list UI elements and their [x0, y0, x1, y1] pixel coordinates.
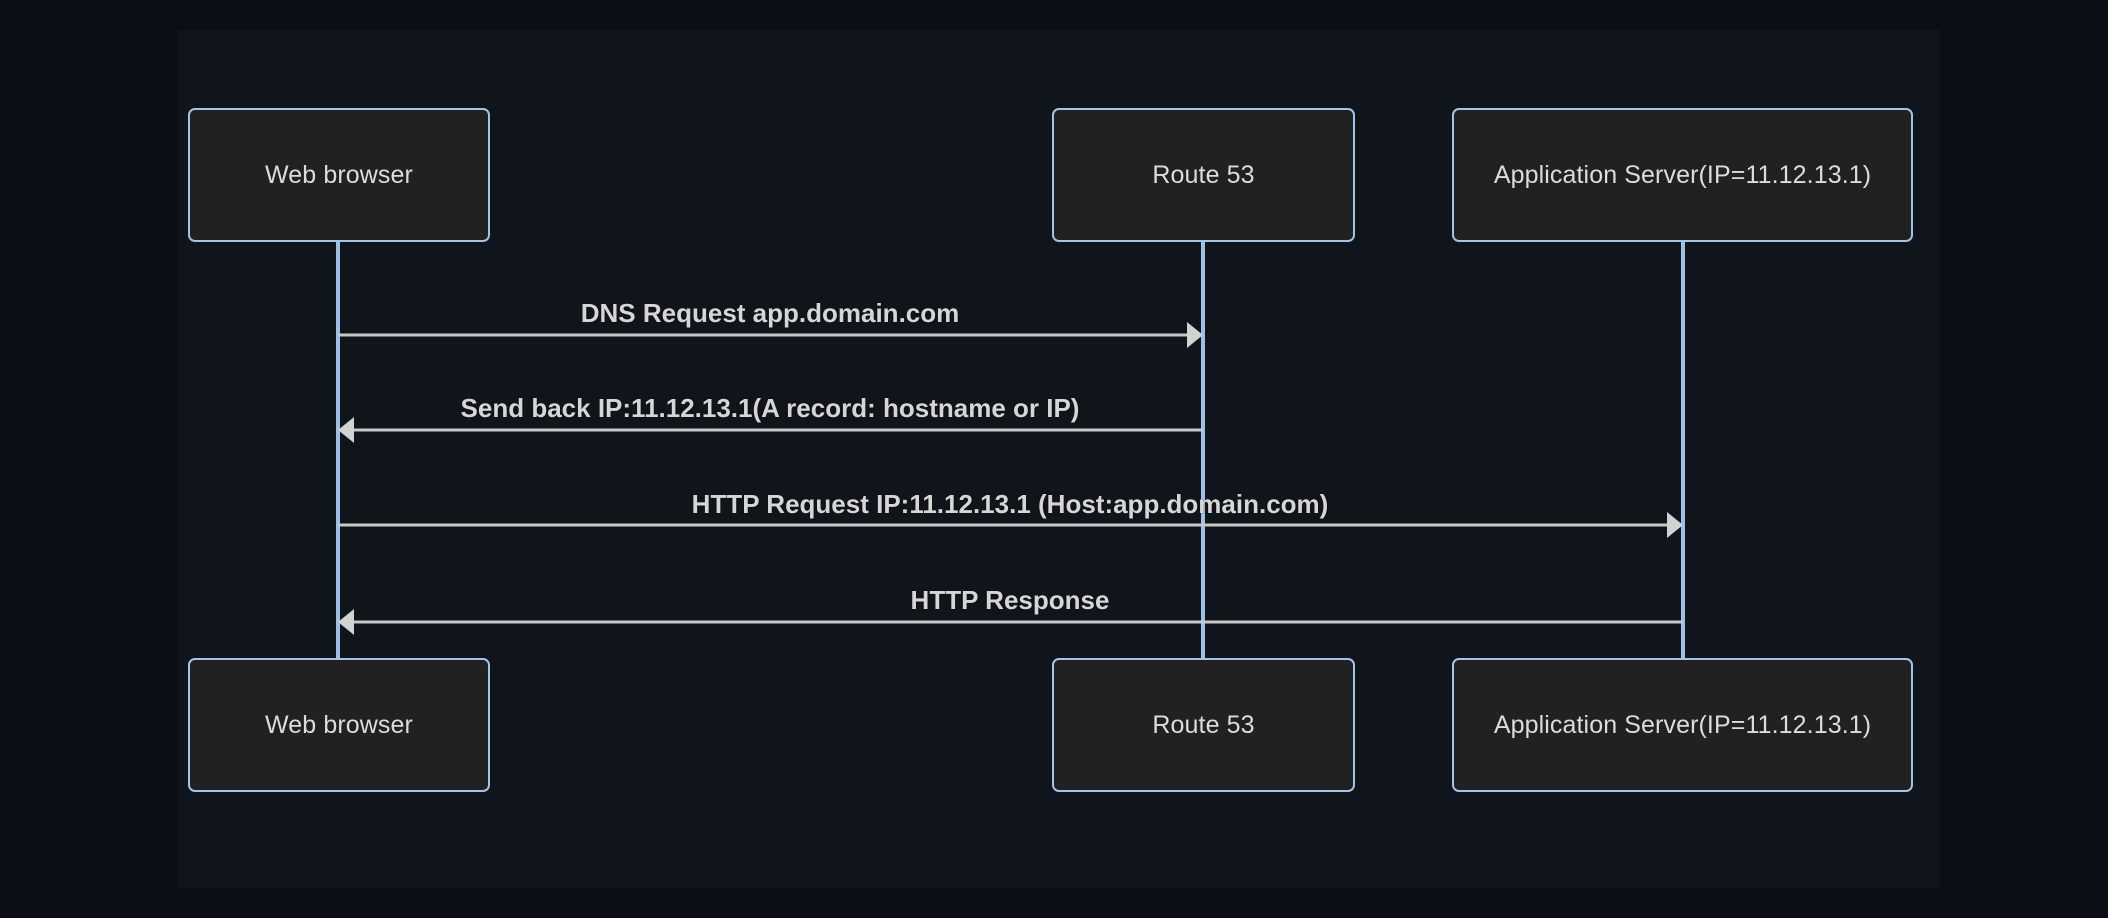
participant-label: Route 53 — [1152, 160, 1255, 189]
message-label-send-back-ip: Send back IP:11.12.13.1(A record: hostna… — [460, 393, 1080, 423]
participant-box-route53-bottom[interactable]: Route 53 — [1052, 658, 1355, 792]
arrowhead-2 — [338, 417, 354, 443]
participant-label: Web browser — [265, 160, 413, 189]
lifelines-group — [336, 242, 1685, 658]
arrowhead-4 — [338, 609, 354, 635]
participant-box-browser-top[interactable]: Web browser — [188, 108, 490, 242]
arrowhead-1 — [1187, 322, 1203, 348]
message-label-http-response: HTTP Response — [910, 585, 1110, 615]
arrowhead-3 — [1667, 512, 1683, 538]
participant-box-appserver-top[interactable]: Application Server(IP=11.12.13.1) — [1452, 108, 1913, 242]
participant-label: Application Server(IP=11.12.13.1) — [1493, 160, 1872, 189]
participant-label: Route 53 — [1152, 710, 1255, 739]
participant-label: Web browser — [265, 710, 413, 739]
message-label-http-request: HTTP Request IP:11.12.13.1 (Host:app.dom… — [691, 489, 1329, 519]
participant-box-appserver-bottom[interactable]: Application Server(IP=11.12.13.1) — [1452, 658, 1913, 792]
message-label-dns-request: DNS Request app.domain.com — [580, 298, 960, 328]
participant-box-browser-bottom[interactable]: Web browser — [188, 658, 490, 792]
participant-label: Application Server(IP=11.12.13.1) — [1493, 710, 1872, 739]
participant-box-route53-top[interactable]: Route 53 — [1052, 108, 1355, 242]
message-lines-group — [338, 322, 1683, 635]
